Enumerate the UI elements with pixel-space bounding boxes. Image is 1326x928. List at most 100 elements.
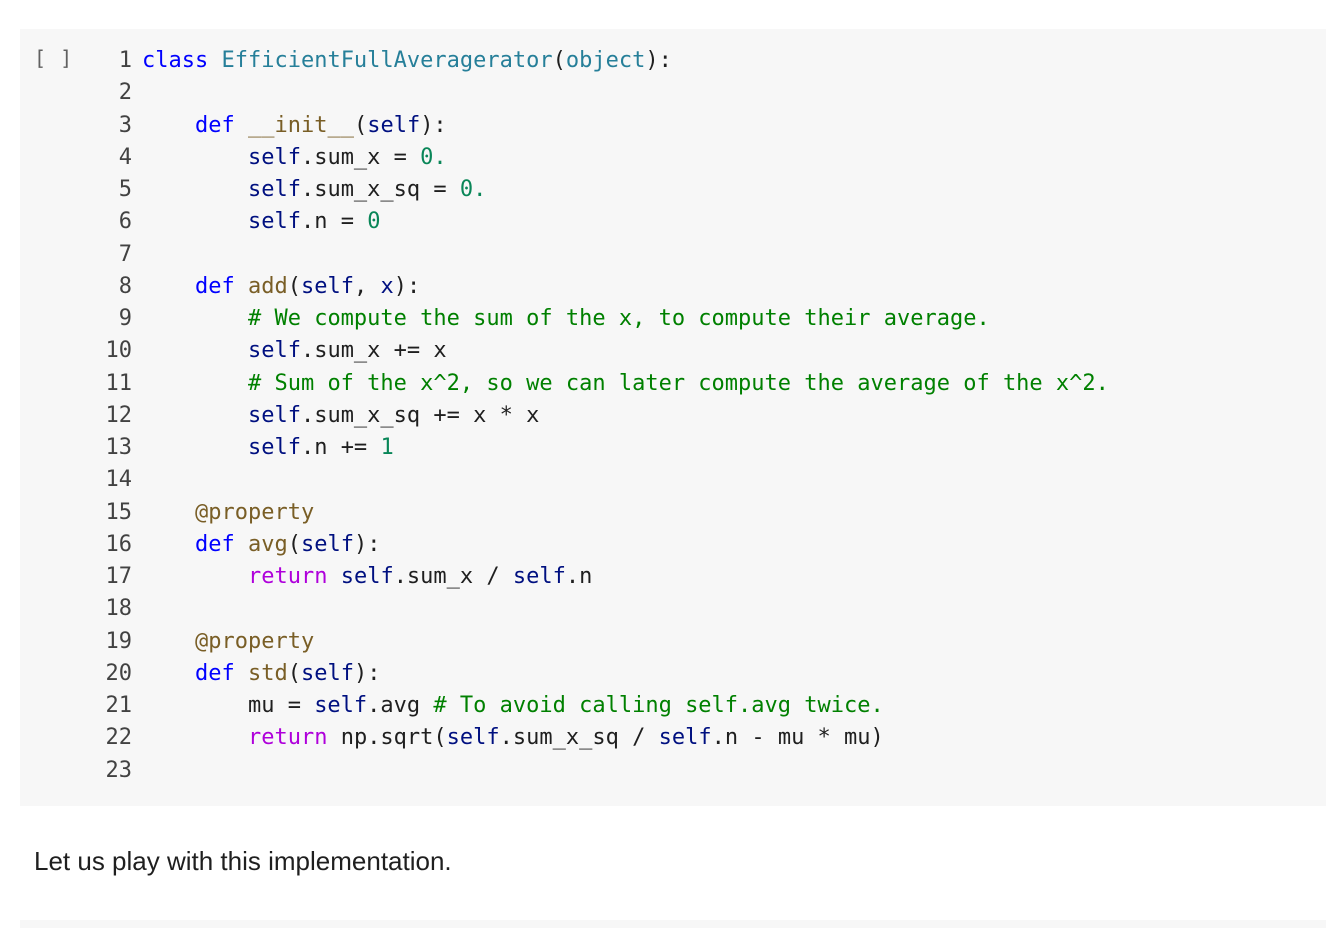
line-number: 21 xyxy=(105,693,133,718)
code-token: .sum_x_sq / xyxy=(499,725,659,751)
code-token: x xyxy=(380,273,394,299)
code-line[interactable]: 9 # We compute the sum of the x, to comp… xyxy=(100,303,1109,335)
code-token: EfficientFullAveragerator xyxy=(221,48,553,73)
code-text: # We compute the sum of the x, to comput… xyxy=(142,303,990,335)
next-code-cell[interactable] xyxy=(20,920,1326,928)
code-token xyxy=(142,371,248,396)
code-token xyxy=(142,435,248,460)
code-token: ): xyxy=(420,112,447,138)
code-line[interactable]: 7 xyxy=(100,239,1109,271)
code-token: self xyxy=(512,564,566,589)
line-number: 7 xyxy=(118,241,132,267)
code-token: add xyxy=(247,273,288,299)
code-token: .sum_x_sq = xyxy=(300,177,460,202)
code-token: .sum_x / xyxy=(393,564,513,589)
code-token: object xyxy=(565,48,646,73)
code-line[interactable]: 15 @property xyxy=(100,497,1109,529)
code-token xyxy=(142,532,195,557)
code-text: def avg(self): xyxy=(142,529,380,561)
line-number: 22 xyxy=(105,725,133,751)
code-text: def std(self): xyxy=(142,658,380,690)
code-token: .sum_x += x xyxy=(300,338,447,364)
code-token xyxy=(142,661,195,686)
code-token: self xyxy=(247,338,301,364)
code-line[interactable]: 6 self.n = 0 xyxy=(100,206,1109,238)
code-line[interactable]: 21 mu = self.avg # To avoid calling self… xyxy=(100,690,1109,722)
code-token: .sum_x = xyxy=(300,144,421,170)
code-line[interactable]: 17 return self.sum_x / self.n xyxy=(100,561,1109,593)
code-line[interactable]: 3 def __init__(self): xyxy=(100,110,1109,142)
code-text: self.n += 1 xyxy=(142,432,394,464)
code-line[interactable]: 12 self.sum_x_sq += x * x xyxy=(100,400,1109,432)
code-token: avg xyxy=(247,531,288,557)
code-token xyxy=(235,661,248,686)
code-token: mu = xyxy=(142,693,315,718)
code-token: .avg xyxy=(367,693,434,718)
code-text: self.n = 0 xyxy=(142,206,380,238)
code-line[interactable]: 8 def add(self, x): xyxy=(100,271,1109,303)
code-line[interactable]: 18 xyxy=(100,593,1109,625)
line-number: 4 xyxy=(118,144,132,170)
code-token xyxy=(142,177,248,202)
code-token xyxy=(142,209,248,234)
code-text: def add(self, x): xyxy=(142,271,420,303)
line-number: 14 xyxy=(105,467,133,493)
code-line[interactable]: 10 self.sum_x += x xyxy=(100,335,1109,367)
code-line[interactable]: 19 @property xyxy=(100,626,1109,658)
code-line[interactable]: 22 return np.sqrt(self.sum_x_sq / self.n… xyxy=(100,722,1109,754)
line-number: 15 xyxy=(105,499,133,525)
code-token: .n += xyxy=(300,435,381,460)
line-number: 11 xyxy=(105,370,133,396)
line-number: 2 xyxy=(118,80,132,106)
code-token: .sum_x_sq += x * x xyxy=(300,402,540,428)
code-token: ): xyxy=(645,48,672,73)
code-cell[interactable] xyxy=(20,29,1326,806)
code-token xyxy=(142,306,248,331)
code-token: self xyxy=(446,725,500,751)
code-token: 0. xyxy=(459,177,487,202)
run-cell-button[interactable]: [ ] xyxy=(34,46,74,70)
code-line[interactable]: 23 xyxy=(100,755,1109,787)
code-token: @property xyxy=(194,499,315,525)
code-text: class EfficientFullAveragerator(object): xyxy=(142,45,672,77)
code-line[interactable]: 13 self.n += 1 xyxy=(100,432,1109,464)
code-token: ( xyxy=(353,112,368,138)
code-token: __init__ xyxy=(247,112,354,138)
line-number: 17 xyxy=(105,564,133,589)
code-token xyxy=(327,564,340,589)
code-token: ( xyxy=(287,660,301,686)
code-token xyxy=(142,629,195,654)
code-token: ( xyxy=(287,273,301,299)
code-text: return self.sum_x / self.n xyxy=(142,561,592,593)
code-token: # Sum of the x^2, so we can later comput… xyxy=(247,370,1109,396)
code-token: .n = xyxy=(300,209,368,235)
code-token: std xyxy=(247,660,288,686)
code-token: def xyxy=(194,112,235,138)
code-token: self xyxy=(247,144,301,170)
code-line[interactable]: 2 xyxy=(100,77,1109,109)
code-line[interactable]: 4 self.sum_x = 0. xyxy=(100,142,1109,174)
code-token xyxy=(142,274,195,299)
code-text: # Sum of the x^2, so we can later comput… xyxy=(142,368,1109,400)
code-line[interactable]: 14 xyxy=(100,464,1109,496)
markdown-text: Let us play with this implementation. xyxy=(34,846,452,876)
code-line[interactable]: 20 def std(self): xyxy=(100,658,1109,690)
line-number: 5 xyxy=(118,177,132,202)
code-text: self.sum_x_sq = 0. xyxy=(142,174,486,206)
code-text: self.sum_x = 0. xyxy=(142,142,447,174)
code-token xyxy=(142,500,195,525)
code-token: class xyxy=(142,48,209,73)
code-token: self xyxy=(300,273,354,299)
code-token xyxy=(142,725,248,750)
code-line[interactable]: 11 # Sum of the x^2, so we can later com… xyxy=(100,368,1109,400)
code-token: self xyxy=(300,660,354,686)
code-token: self xyxy=(314,693,368,718)
code-line[interactable]: 16 def avg(self): xyxy=(100,529,1109,561)
code-token xyxy=(142,564,248,589)
code-token: self xyxy=(340,564,394,589)
code-line[interactable]: 5 self.sum_x_sq = 0. xyxy=(100,174,1109,206)
code-token: def xyxy=(194,531,235,557)
text-cell: Let us play with this implementation. xyxy=(34,846,452,877)
